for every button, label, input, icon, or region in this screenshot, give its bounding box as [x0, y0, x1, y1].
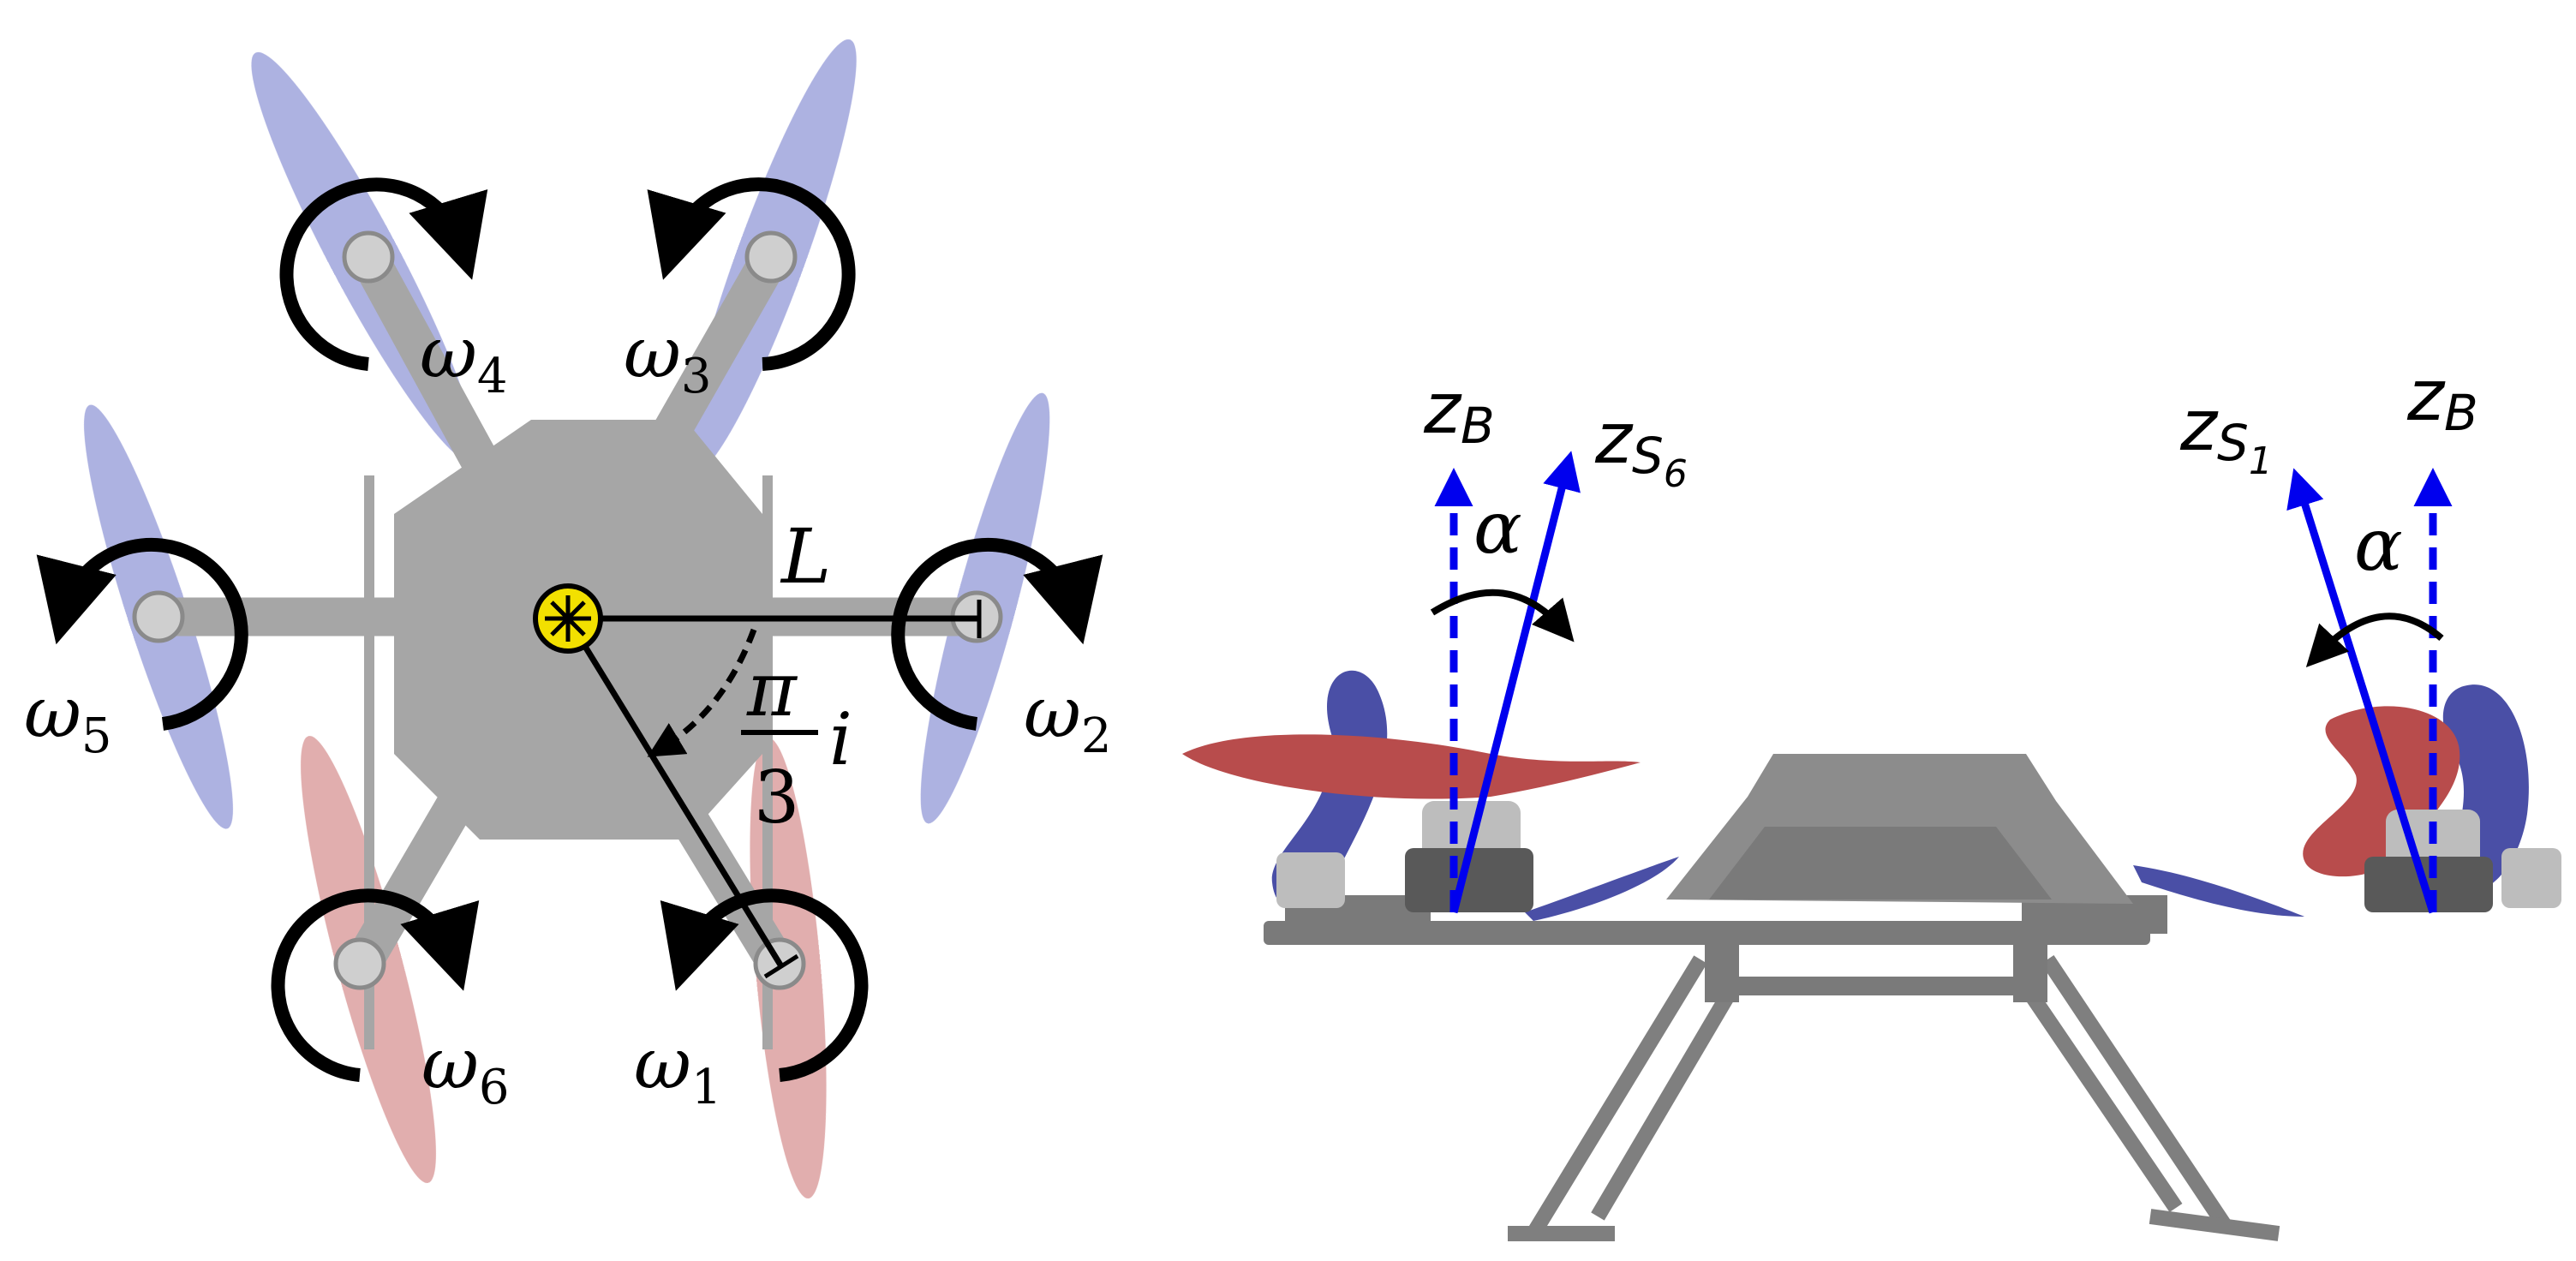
- right-rotor-axis: [2286, 468, 2437, 914]
- arm-length-label: L: [780, 512, 831, 601]
- left-tilt-arc: [1430, 589, 1575, 642]
- spin-arrow-1: [660, 888, 869, 1082]
- side-prop-left-blue-2: [1525, 857, 1679, 921]
- rotor-label-6: ω6: [421, 1024, 510, 1115]
- top-view-labels: ω4 ω3 ω5 ω2 ω6 ω1 L π 3 i: [24, 313, 1112, 1115]
- landing-gear: [1508, 955, 2280, 1241]
- side-view: α zB zS6 α zB zS1: [1182, 356, 2561, 1241]
- motor-right-outer: [2501, 848, 2561, 908]
- spin-arrow-6: [271, 888, 480, 1082]
- motor-left: [1405, 848, 1533, 912]
- rotor-label-1: ω1: [634, 1024, 722, 1115]
- side-propellers: [1182, 670, 2529, 921]
- side-prop-right-red: [2303, 706, 2460, 877]
- rotation-arrows: [36, 177, 1103, 1082]
- right-rotor-axis-label: zS1: [2179, 385, 2273, 483]
- spin-arrow-4: [279, 177, 488, 371]
- right-rotor-axes: α zB zS1: [2179, 356, 2478, 914]
- right-tilt-label: α: [2354, 503, 2403, 587]
- spin-arrow-5: [36, 537, 248, 731]
- side-frame: [1264, 754, 2167, 1002]
- top-view: ω4 ω3 ω5 ω2 ω6 ω1 L π 3 i: [24, 39, 1112, 1198]
- angle-denominator: 3: [754, 756, 799, 840]
- right-tilt-arc: [2305, 613, 2444, 668]
- left-rotor-axes: α zB zS6: [1423, 368, 1688, 914]
- spin-arrow-2: [891, 537, 1103, 731]
- rotor-label-3: ω3: [624, 313, 712, 404]
- motor-right: [2364, 857, 2493, 912]
- side-prop-left-red: [1182, 734, 1641, 799]
- rotor-label-5: ω5: [24, 672, 112, 764]
- rotor-label-4: ω4: [420, 313, 508, 404]
- geometry: [533, 583, 982, 979]
- angle-numerator: π: [746, 645, 798, 733]
- left-body-axis-label: zB: [1423, 368, 1495, 455]
- angle-arc: [647, 628, 757, 757]
- side-prop-right-blue-2: [2133, 865, 2304, 917]
- right-body-axis-label: zB: [2406, 356, 2478, 442]
- left-tilt-label: α: [1473, 486, 1522, 570]
- arm-line-1: [565, 617, 784, 968]
- left-rotor-axis: [1449, 451, 1581, 914]
- spin-arrow-3: [647, 177, 856, 371]
- left-rotor-axis-label: zS6: [1594, 398, 1688, 496]
- rotor-label-2: ω2: [1024, 672, 1112, 764]
- motor-left-outer: [1276, 852, 1345, 908]
- angle-index: i: [829, 697, 852, 781]
